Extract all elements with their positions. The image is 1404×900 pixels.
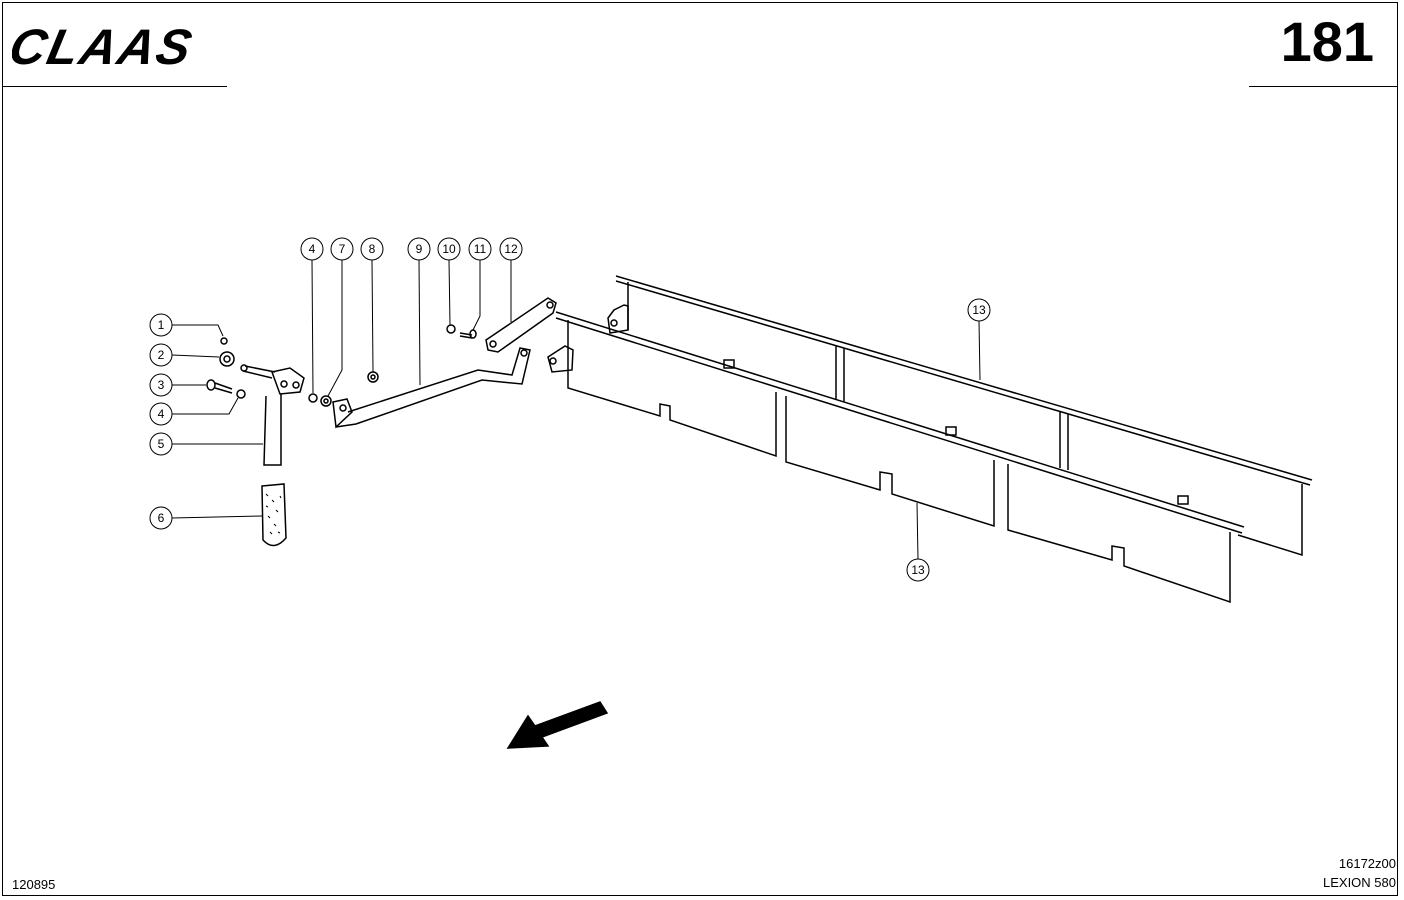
bracket-lower (547, 345, 574, 373)
callout-9-label: 9 (416, 242, 423, 256)
callout-6-label: 6 (158, 511, 165, 525)
callout-5-label: 5 (158, 437, 165, 451)
callout-9 (407, 237, 431, 386)
callout-8-label: 8 (369, 242, 376, 256)
callout-4-right-label: 4 (309, 242, 316, 256)
part-13-front-rail (555, 311, 1245, 604)
callout-8 (360, 237, 384, 373)
callout-2-label: 2 (158, 348, 165, 362)
part-11-bolt (459, 329, 477, 339)
callout-1 (149, 313, 224, 337)
callout-3-label: 3 (158, 378, 165, 392)
direction-arrow-icon (506, 701, 609, 749)
part-3-bolt (206, 379, 233, 394)
callout-1-label: 1 (158, 318, 165, 332)
part-4-washer-right (308, 393, 318, 403)
callout-13-bottom-label: 13 (911, 563, 925, 577)
part-5-lever (240, 364, 305, 466)
callout-13-bottom (906, 502, 930, 582)
callout-13-top-label: 13 (972, 303, 986, 317)
callout-2 (149, 343, 220, 367)
callout-12-label: 12 (504, 242, 518, 256)
part-6-grip (261, 483, 287, 547)
part-7-nut (320, 395, 332, 407)
part-1-nut (220, 337, 228, 345)
callout-13-top (967, 298, 991, 381)
part-10-nut (446, 324, 456, 334)
part-9-rod (332, 347, 531, 429)
part-13-rear-rail (607, 275, 1313, 557)
svg-text:CLAAS: CLAAS (12, 20, 198, 72)
callout-12 (499, 237, 523, 322)
footer-info: 16172z00 LEXION 580 (1323, 854, 1396, 892)
part-2-bushing (219, 351, 235, 367)
drawing-number: 16172z00 (1338, 856, 1396, 871)
callout-10 (437, 237, 461, 326)
page-number-underline (1249, 86, 1398, 87)
callout-11-label: 11 (474, 242, 487, 256)
callout-11 (468, 237, 492, 331)
callout-7-label: 7 (339, 242, 346, 256)
callout-7 (327, 237, 354, 397)
claas-logo: CLAAS (12, 20, 198, 72)
callout-4-right (300, 237, 324, 394)
page-number: 181 (1280, 10, 1374, 73)
logo-underline (2, 86, 227, 87)
date-code: 120895 (12, 877, 56, 892)
part-12-link (485, 297, 557, 353)
callout-10-label: 10 (442, 242, 456, 256)
part-4-washer-left (236, 389, 246, 399)
part-8-nut (367, 371, 379, 383)
callout-4-left-label: 4 (158, 407, 165, 421)
callout-4-left (149, 397, 239, 426)
callout-6 (149, 506, 263, 530)
model-name: LEXION 580 (1323, 875, 1396, 890)
callout-3 (149, 373, 206, 397)
callout-5 (149, 432, 263, 456)
